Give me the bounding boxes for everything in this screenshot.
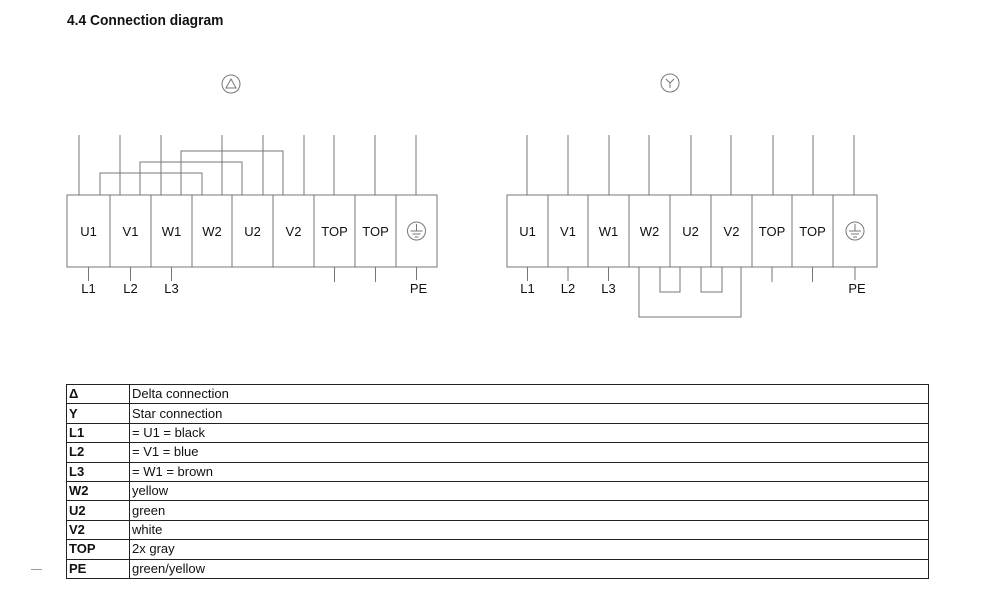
legend-value: 2x gray [129,539,929,560]
terminal-w2-label: W2 [202,224,222,239]
delta-symbol-icon [221,74,241,94]
legend-value: green/yellow [129,558,929,579]
terminal-v2-label: V2 [286,224,302,239]
terminal-top-label: TOP [799,224,826,239]
delta-jumper-w1-v2 [180,150,284,195]
legend-key: Δ [66,383,130,405]
legend-key: W2 [66,480,130,502]
line-label-l1: L1 [81,281,95,296]
legend-value: yellow [129,480,929,502]
star-bridge-w2-u2 [659,267,681,293]
delta-jumper-v1-u2 [139,161,243,195]
terminal-u2-label: U2 [244,224,261,239]
legend-key: L3 [66,461,130,482]
star-bridge-w2-v2 [638,267,742,318]
terminal-u1-label: U1 [80,224,97,239]
terminal-top-label: TOP [362,224,389,239]
delta-jumper-u1-w2 [99,172,203,195]
legend-value: Delta connection [129,383,929,405]
legend-key: V2 [66,519,130,541]
terminal-w1-label: W1 [162,224,182,239]
terminal-u1-label: U1 [519,224,536,239]
legend-value: = V1 = blue [129,442,929,463]
legend-key: Y [66,403,130,424]
terminal-v1-label: V1 [123,224,139,239]
earth-icon [407,221,426,241]
terminal-top-label: TOP [321,224,348,239]
terminal-u2-label: U2 [682,224,699,239]
legend-key: L1 [66,422,130,444]
delta-diagram: U1 V1 W1 W2 U2 V2 TOP TOP L1 L2 L3 PE [66,74,438,296]
legend-value: = U1 = black [129,422,929,444]
legend-key: L2 [66,442,130,463]
legend-value: white [129,519,929,541]
line-label-l3: L3 [601,281,615,296]
terminal-w2-label: W2 [640,224,660,239]
legend-value: Star connection [129,403,929,424]
margin-mark [31,569,42,570]
star-symbol-icon [660,73,680,93]
connection-diagrams: U1 V1 W1 W2 U2 V2 TOP TOP L1 L2 L3 PE U1 V1 W1 W2 U2 V2 TO… [66,73,878,318]
terminal-w1-label: W1 [599,224,619,239]
star-bridge-u2-v2 [700,267,723,293]
terminal-v2-label: V2 [724,224,740,239]
legend-value: green [129,500,929,521]
line-label-l1: L1 [520,281,534,296]
pe-label: PE [410,281,428,296]
line-label-l2: L2 [123,281,137,296]
earth-icon [845,221,865,241]
terminal-block [66,194,438,268]
pe-label: PE [848,281,866,296]
legend-key: TOP [66,539,130,560]
star-diagram: U1 V1 W1 W2 U2 V2 TOP TOP L1 L2 L3 PE [506,73,878,318]
legend-key: PE [66,558,130,579]
line-label-l3: L3 [164,281,178,296]
delta-triangle-icon [225,77,237,89]
terminal-top-label: TOP [759,224,786,239]
terminal-block [506,194,878,268]
line-label-l2: L2 [561,281,575,296]
legend-row: L2= V1 = blue [66,442,929,463]
terminal-v1-label: V1 [560,224,576,239]
star-y-icon [665,78,675,84]
legend-row: L3= W1 = brown [66,461,929,482]
legend-key: U2 [66,500,130,521]
legend-value: = W1 = brown [129,461,929,482]
legend-row: L1= U1 = black [66,422,929,444]
page-title: 4.4 Connection diagram [67,12,224,29]
